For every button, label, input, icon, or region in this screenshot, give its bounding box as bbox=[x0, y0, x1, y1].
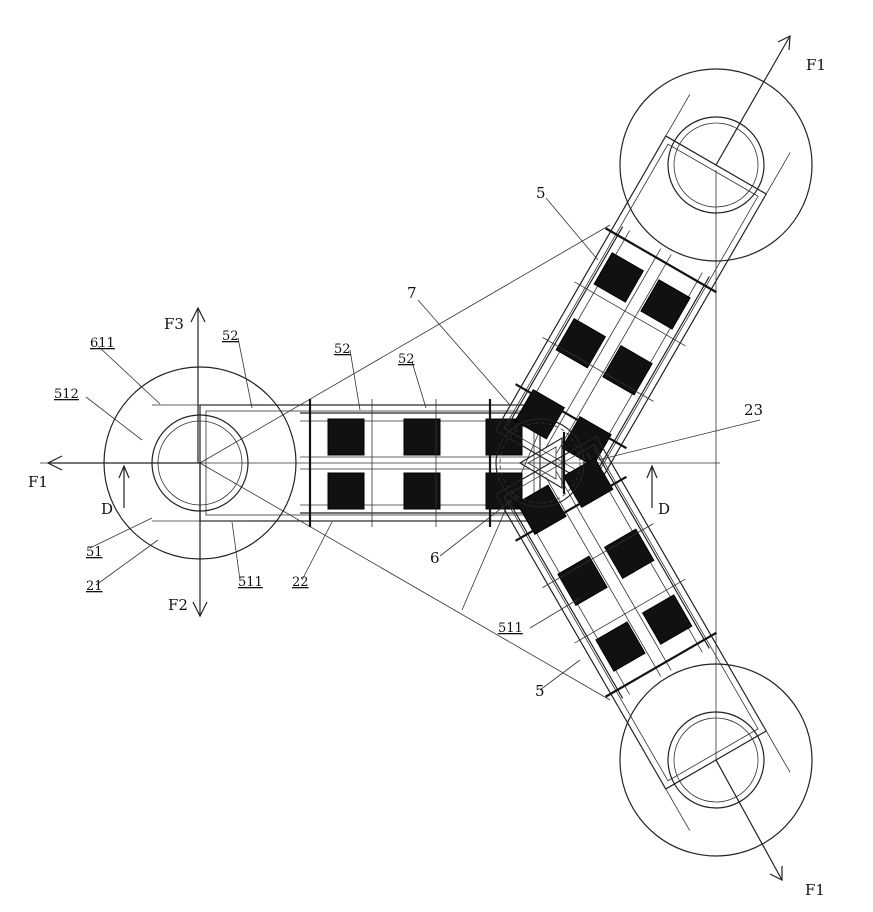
arrow-f3 bbox=[191, 308, 205, 463]
label-52-a: 52 bbox=[222, 329, 239, 344]
label-511-right: 511 bbox=[498, 621, 523, 636]
arrow-d-left bbox=[119, 466, 129, 508]
label-611: 611 bbox=[90, 336, 115, 351]
label-511-bottom: 511 bbox=[238, 575, 263, 590]
label-f1-bottom: F1 bbox=[805, 881, 825, 899]
label-51: 51 bbox=[86, 545, 103, 560]
arrow-f2 bbox=[193, 463, 207, 616]
label-52-b: 52 bbox=[334, 342, 351, 357]
label-f2: F2 bbox=[168, 596, 188, 614]
label-21: 21 bbox=[86, 579, 103, 594]
label-d-right: D bbox=[658, 500, 670, 518]
label-6: 6 bbox=[430, 549, 440, 567]
arrow-f1-bottom bbox=[716, 760, 782, 880]
label-5-upper: 5 bbox=[536, 184, 546, 202]
arrow-d-right bbox=[647, 466, 657, 508]
label-f1-top: F1 bbox=[806, 56, 826, 74]
label-5-lower: 5 bbox=[535, 682, 545, 700]
label-f3: F3 bbox=[164, 315, 184, 333]
label-d-left: D bbox=[101, 500, 113, 518]
label-7: 7 bbox=[407, 284, 417, 302]
label-23: 23 bbox=[744, 401, 763, 419]
label-f1-left: F1 bbox=[28, 473, 48, 491]
label-512: 512 bbox=[54, 387, 79, 402]
label-22: 22 bbox=[292, 575, 309, 590]
label-52-c: 52 bbox=[398, 352, 415, 367]
